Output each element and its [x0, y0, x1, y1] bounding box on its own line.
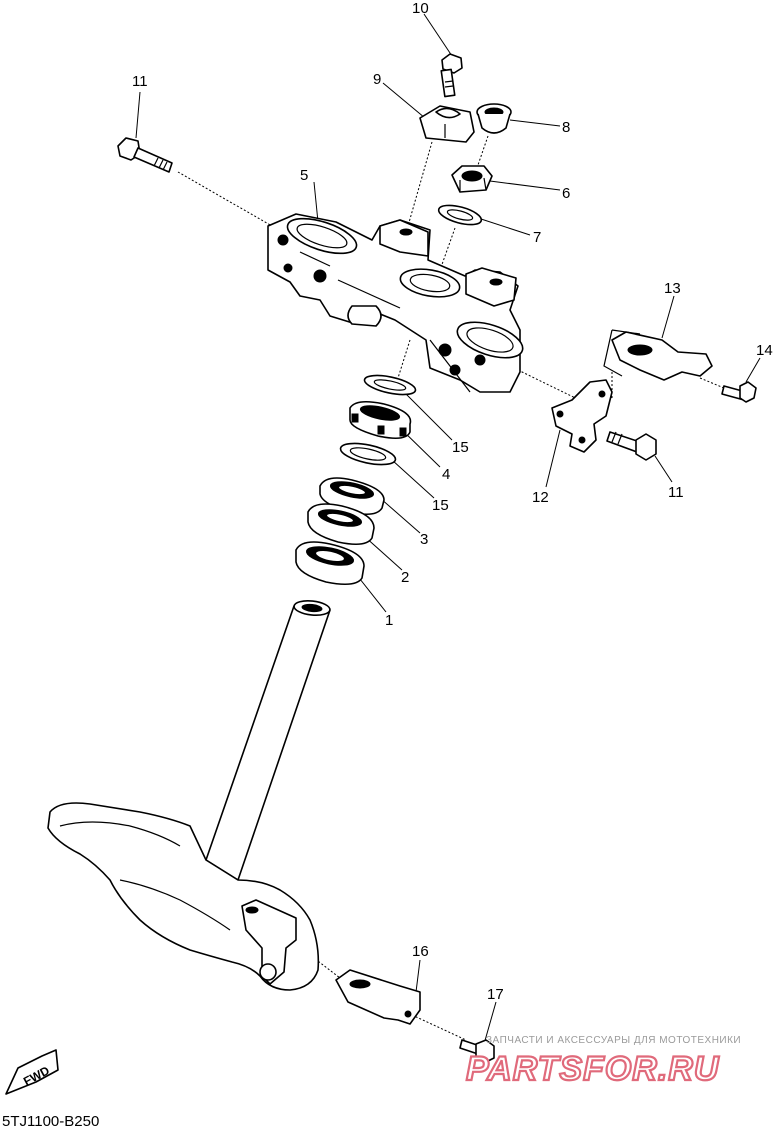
- callout-6: 6: [562, 185, 570, 202]
- callout-4: 4: [442, 466, 450, 483]
- callout-11: 11: [668, 484, 684, 501]
- watermark-logo: PARTSFOR.RU: [466, 1050, 720, 1088]
- callout-8: 8: [562, 119, 570, 136]
- callout-10: 10: [412, 0, 429, 17]
- nut-6: [451, 165, 493, 193]
- callout-9: 9: [373, 71, 381, 88]
- seal-1: [295, 541, 365, 586]
- handlebar-holder-9: [419, 105, 475, 143]
- ring-nut-4: [349, 400, 412, 440]
- callout-5: 5: [300, 167, 308, 184]
- clamp-16: [335, 969, 421, 1025]
- washer-15-upper: [363, 374, 417, 396]
- callout-3: 3: [420, 531, 428, 548]
- bolt-10: [440, 53, 463, 98]
- bolt-11-upper: [117, 137, 173, 173]
- callouts: 10 11 9 8 6 5 7 13 14 15 4 15 12 11 3 2 …: [132, 0, 773, 1003]
- under-bracket-stem: [47, 599, 331, 991]
- plate-12: [551, 379, 613, 453]
- bracket-13: [603, 329, 713, 381]
- callout-14: 14: [756, 342, 773, 359]
- bolt-11-lower: [606, 431, 657, 461]
- bolt-14: [721, 381, 757, 403]
- fwd-arrow-icon: FWD: [5, 1049, 59, 1095]
- washer-15-lower: [339, 442, 397, 466]
- callout-12: 12: [532, 489, 549, 506]
- callout-17: 17: [487, 986, 504, 1003]
- bearing-2: [307, 503, 375, 546]
- bolt-17: [459, 1039, 495, 1063]
- callout-1: 1: [385, 612, 393, 629]
- upper-bracket-5: [267, 213, 524, 393]
- watermark: ЗАПЧАСТИ И АКСЕССУАРЫ ДЛЯ МОТОТЕХНИКИ PA…: [465, 1035, 741, 1089]
- washer-7: [437, 204, 483, 226]
- callout-2: 2: [401, 569, 409, 586]
- callout-15: 15: [452, 439, 469, 456]
- callout-13: 13: [664, 280, 681, 297]
- figure-code: 5TJ1100-B250: [2, 1113, 99, 1129]
- callout-11: 11: [132, 73, 148, 90]
- callout-16: 16: [412, 943, 429, 960]
- collar-8: [476, 103, 512, 134]
- watermark-subtitle: ЗАПЧАСТИ И АКСЕССУАРЫ ДЛЯ МОТОТЕХНИКИ: [486, 1035, 741, 1046]
- callout-15: 15: [432, 497, 449, 514]
- callout-7: 7: [533, 229, 541, 246]
